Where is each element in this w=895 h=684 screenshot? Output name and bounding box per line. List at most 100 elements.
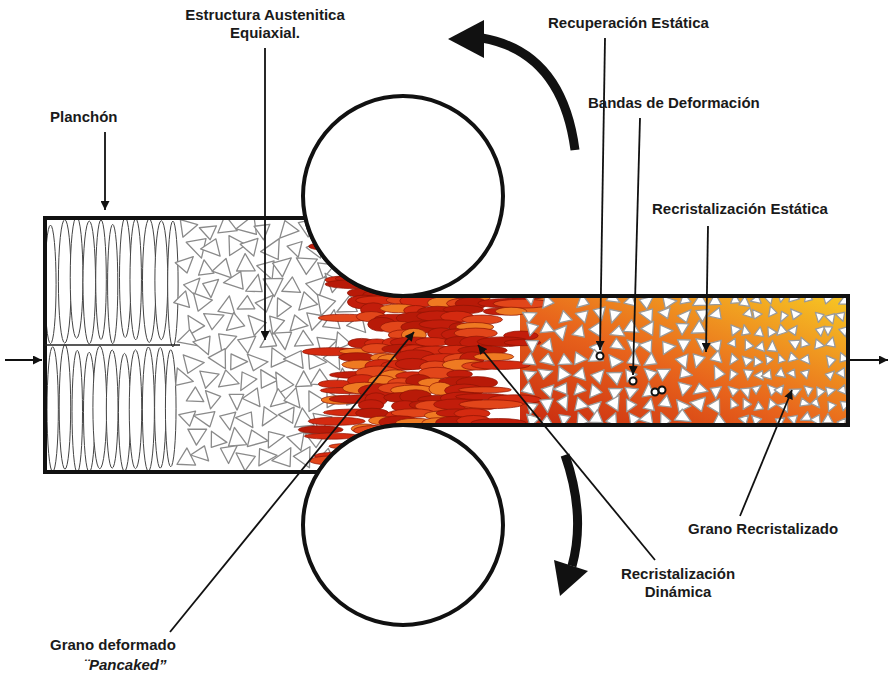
equiaxed-grain: [295, 371, 312, 387]
callout-label: Grano Recristalizado: [688, 520, 838, 538]
recrystallized-grain: [752, 309, 762, 318]
recrystallized-grain: [740, 388, 750, 399]
recrystallized-grain: [678, 382, 691, 396]
recrystallized-grain: [625, 387, 638, 399]
columnar-grain: [93, 346, 107, 469]
columnar-grain: [118, 353, 130, 471]
recrystallized-grain: [778, 354, 785, 363]
recrystallized-grain: [801, 337, 810, 347]
pancaked-grain: [471, 361, 530, 370]
columnar-grain: [130, 219, 141, 340]
recrystallized-grain: [731, 325, 741, 336]
equiaxed-grain: [174, 291, 190, 307]
rotation-arrow: [565, 455, 578, 566]
equiaxed-grain: [176, 368, 194, 385]
recrystallized-grain: [558, 354, 572, 365]
recrystallized-grain: [609, 355, 623, 368]
recrystallized-grain: [817, 387, 826, 398]
recrystallized-grain: [768, 399, 777, 410]
equiaxed-grain: [254, 224, 270, 240]
equiaxed-grain: [284, 351, 304, 369]
equiaxed-grain: [204, 314, 224, 330]
equiaxed-grain: [287, 241, 302, 257]
recrystallized-grain: [575, 397, 589, 410]
recrystallized-grain: [745, 339, 753, 350]
pancaked-grain: [415, 338, 448, 347]
equiaxed-grain: [237, 296, 255, 309]
equiaxed-grain: [220, 412, 236, 430]
equiaxed-grain: [194, 293, 213, 311]
recrystallized-grain: [742, 325, 751, 336]
recrystallized-grain: [663, 296, 677, 308]
equiaxed-grain: [287, 432, 304, 450]
equiaxed-grain: [240, 238, 258, 256]
pancaked-grain: [515, 450, 566, 458]
leader-line: [633, 118, 640, 375]
recrystallized-grain: [660, 325, 673, 337]
recrystallized-grain: [774, 385, 783, 395]
recrystallized-grain: [589, 410, 603, 423]
recrystallized-grain: [754, 327, 763, 337]
columnar-grain: [108, 224, 118, 343]
recrystallized-grain: [575, 311, 588, 323]
recrystallized-grain: [825, 337, 835, 347]
recrystallized-grain: [541, 338, 553, 351]
top-roller: [303, 96, 503, 296]
equiaxed-grain: [278, 407, 294, 423]
equiaxed-grain: [284, 388, 300, 408]
columnar-grain: [59, 345, 70, 469]
pancaked-grain: [463, 281, 523, 289]
recrystallized-grain: [639, 340, 652, 354]
recrystallized-grain: [610, 326, 625, 336]
equiaxed-grain: [242, 388, 260, 407]
equiaxed-grain: [200, 371, 219, 388]
equiaxed-grain: [193, 336, 210, 355]
recrystallized-grain: [527, 403, 538, 415]
recrystallized-grain: [777, 324, 787, 335]
equiaxed-grain: [268, 432, 284, 448]
equiaxed-grain: [228, 427, 246, 446]
equiaxed-grain: [231, 354, 248, 370]
recrystallized-grain: [714, 365, 725, 380]
columnar-grain: [155, 221, 168, 340]
equiaxed-grain: [241, 372, 257, 391]
recrystallized-grain: [815, 312, 824, 322]
recrystallized-grain: [743, 398, 751, 409]
recrystallized-grain: [523, 353, 536, 365]
recrystallized-grain: [825, 314, 835, 324]
recrystallized-grain: [657, 369, 671, 381]
pancaked-grain: [495, 235, 543, 244]
recrystallized-grain: [559, 310, 572, 322]
equiaxed-grain: [226, 313, 244, 331]
equiaxed-grain: [177, 448, 196, 465]
columnar-grain: [96, 220, 107, 340]
recrystallized-ground: [520, 296, 850, 426]
recrystallized-grain: [754, 401, 763, 410]
recrystallized-grain: [538, 369, 553, 379]
equiaxed-grain: [290, 315, 308, 331]
recrystallized-grain: [766, 355, 774, 364]
equiaxed-grain: [236, 453, 255, 471]
equiaxed-grain: [206, 391, 221, 409]
equiaxed-grain: [194, 412, 215, 427]
equiaxed-grain: [238, 336, 256, 353]
recrystallized-grain: [521, 382, 534, 395]
equiaxed-grain: [270, 316, 285, 334]
recrystallized-grain: [523, 371, 536, 381]
equiaxed-grain: [282, 277, 301, 292]
recrystallized-grain: [776, 368, 786, 378]
equiaxed-grain: [306, 277, 326, 297]
recrystallized-grain: [540, 321, 554, 333]
equiaxed-grain: [208, 349, 225, 369]
equiaxed-grain: [259, 449, 277, 466]
equiaxed-grain: [191, 446, 209, 461]
recrystallized-grain: [739, 415, 749, 424]
equiaxed-grain: [299, 292, 318, 310]
columnar-grain: [119, 217, 130, 337]
pancaked-grain: [473, 433, 511, 440]
equiaxed-grain: [229, 394, 244, 410]
columnar-grain: [142, 347, 154, 471]
leader-line: [706, 226, 708, 352]
recrystallized-grain: [606, 395, 619, 411]
